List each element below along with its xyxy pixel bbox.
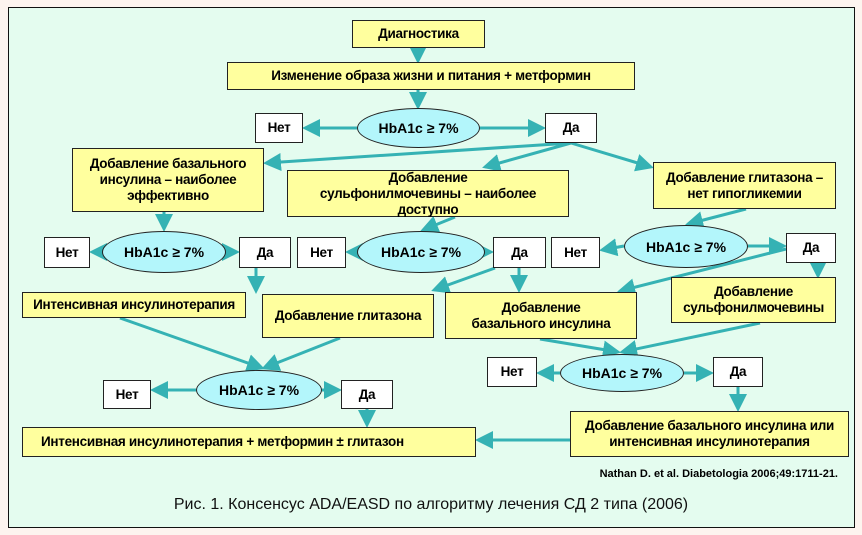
answer-yes-4: Да [786,233,836,263]
node-basal-or-intensive: Добавление базального инсулина или интен… [570,411,849,457]
node-diagnosis: Диагностика [352,20,485,48]
citation: Nathan D. et al. Diabetologia 2006;49:17… [599,468,838,480]
node-add-glitazone: Добавление глитазона [262,294,434,338]
decision-hba1c-6: HbA1c ≥ 7% [560,354,684,392]
answer-yes-3: Да [493,237,546,268]
node-glitazone-nohypo: Добавление глитазона – нет гипогликемии [653,162,836,209]
decision-hba1c-5: HbA1c ≥ 7% [196,370,322,410]
answer-no-1: Нет [255,113,303,143]
answer-no-3: Нет [297,237,346,268]
answer-no-2: Нет [44,237,90,268]
decision-hba1c-4: HbA1c ≥ 7% [624,225,748,268]
connector-arrows [89,46,827,449]
node-lifestyle-metformin: Изменение образа жизни и питания + метфо… [227,62,635,90]
answer-no-4: Нет [551,237,600,268]
node-intensive-insulin: Интенсивная инсулинотерапия [22,292,246,318]
answer-yes-6: Да [713,357,763,387]
decision-hba1c-3: HbA1c ≥ 7% [357,231,485,273]
node-basal-effective: Добавление базального инсулина – наиболе… [72,148,264,212]
node-add-sulfonyl: Добавление сульфонилмочевины [671,277,836,323]
answer-no-6: Нет [487,357,537,387]
node-add-basal: Добавление базального инсулина [445,292,637,339]
node-sulfonyl-available: Добавление сульфонилмочевины – наиболее … [287,170,569,217]
node-final-therapy: Интенсивная инсулинотерапия + метформин … [22,427,476,457]
decision-hba1c-2: HbA1c ≥ 7% [102,231,226,273]
decision-hba1c-1: HbA1c ≥ 7% [357,108,480,148]
figure-caption: Рис. 1. Консенсус ADA/EASD по алгоритму … [173,496,689,513]
answer-yes-1: Да [545,113,597,143]
answer-yes-5: Да [341,380,393,409]
answer-yes-2: Да [239,237,291,268]
answer-no-5: Нет [103,380,151,409]
